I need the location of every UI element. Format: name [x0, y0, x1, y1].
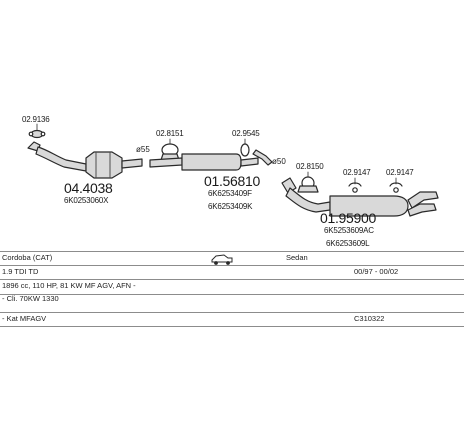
clamp-rear-pipe-part-number: 02.8150	[296, 162, 324, 171]
kit-description-cell: - Kat MFAGV	[2, 314, 47, 323]
rear-silencer-part-number: 01.95900	[320, 210, 376, 226]
clamp-middle	[240, 138, 250, 157]
middle-silencer-part-number: 01.56810	[204, 173, 260, 189]
table-rule	[0, 265, 464, 266]
years-cell: 00/97 - 00/02	[354, 267, 399, 276]
table-rule	[0, 279, 464, 280]
body-type-cell: Sedan	[286, 253, 308, 262]
rubber-mount-1-part-number: 02.9147	[343, 168, 371, 177]
front-pipe	[27, 141, 143, 179]
rear-pipe-and-silencer	[281, 177, 439, 217]
diameter-label-1: ø55	[136, 145, 150, 154]
kit-number-cell: C310322	[354, 314, 385, 323]
rubber-mount-2	[389, 177, 403, 193]
model-cell: Cordoba (CAT)	[2, 253, 53, 262]
engine-spec-cell: 1896 cc, 110 HP, 81 KW MF AGV, AFN -	[2, 281, 136, 290]
table-rule	[0, 251, 464, 252]
middle-silencer-oe-2: 6K6253409K	[208, 202, 253, 211]
front-pipe-part-number: 04.4038	[64, 180, 113, 196]
clamp-front-part-number: 02.8151	[156, 129, 184, 138]
middle-silencer	[149, 153, 259, 171]
rear-silencer-oe-1: 6K5253609AC	[324, 226, 374, 235]
clamp-front	[160, 138, 180, 161]
clamp-middle-part-number: 02.9545	[232, 129, 260, 138]
rear-silencer-oe-2: 6K6253609L	[326, 239, 370, 248]
notes-cell: - Cli. 70KW 1330	[2, 294, 59, 303]
front-pipe-oe-number: 6K0253060X	[64, 196, 109, 205]
diameter-label-2: ø50	[272, 157, 286, 166]
sedan-car-icon	[211, 254, 233, 265]
clamp-rear-pipe	[297, 171, 319, 193]
engine-cell: 1.9 TDI TD	[2, 267, 39, 276]
gasket-part-number: 02.9136	[22, 115, 50, 124]
table-rule	[0, 312, 464, 313]
gasket-front	[28, 129, 46, 139]
connector-pipe	[252, 149, 273, 166]
table-rule	[0, 326, 464, 327]
rubber-mount-1	[348, 177, 362, 193]
rubber-mount-2-part-number: 02.9147	[386, 168, 414, 177]
middle-silencer-oe-1: 6K6253409F	[208, 189, 252, 198]
table-rule	[0, 294, 464, 295]
